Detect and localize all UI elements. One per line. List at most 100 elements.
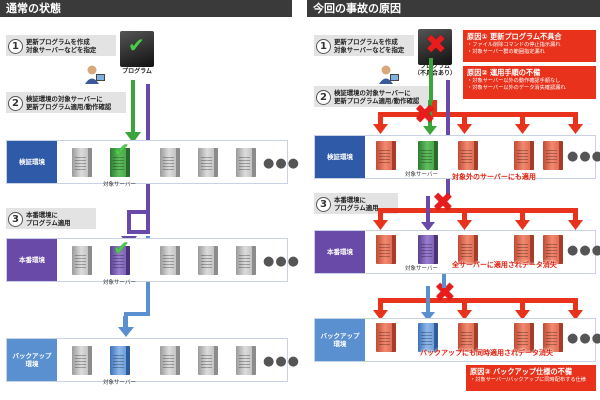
server-icon — [543, 141, 563, 170]
step-text: 検証環境の対象サーバーに 更新プログラム適用/動作確認 — [334, 89, 420, 105]
cause-item: ・対象サーバー/バックアップに同時配布する仕様 — [470, 377, 586, 383]
program-file-icon — [120, 31, 154, 67]
damage-note: 全サーバーに適用されデータ消失 — [452, 261, 557, 269]
server-icon — [514, 235, 534, 264]
server-icon — [514, 141, 534, 170]
server-icon — [160, 346, 180, 375]
right-step3: 3 本番環境に プログラム適用 — [316, 196, 379, 212]
target-server-label: 対象サーバー — [103, 182, 136, 188]
left-step1: 1 更新プログラムを作成 対象サーバーなどを指定 — [8, 38, 96, 54]
target-server-icon — [110, 346, 130, 375]
step-text: 本番環境に プログラム適用 — [26, 211, 71, 227]
step-text: 更新プログラムを作成 対象サーバーなどを指定 — [26, 38, 97, 54]
cause-item: ・ファイル削除コマンドの停止指示漏れ — [467, 42, 561, 48]
user-icon — [85, 65, 105, 84]
target-server-icon — [110, 148, 130, 177]
target-server-icon — [418, 323, 438, 352]
step-number: 1 — [8, 38, 23, 54]
left-title: 通常の状態 — [0, 0, 292, 17]
target-server-label: 対象サーバー — [405, 172, 438, 178]
target-server-label: 対象サーバー — [103, 380, 136, 386]
right-title: 今回の事故の原因 — [307, 0, 600, 17]
cause-box-3: 原因③ バックアップ仕様の不備 ・対象サーバー/バックアップに同時配布する仕様 — [466, 365, 596, 391]
server-icon — [160, 246, 180, 275]
program-label: プログラム — [122, 68, 152, 75]
step-number: 3 — [316, 196, 331, 212]
more-servers-icon: ●●● — [567, 243, 600, 258]
right-step1: 1 更新プログラムを作成 対象サーバーなどを指定 — [316, 38, 404, 54]
server-icon — [72, 346, 92, 375]
right-step2: 2 検証環境の対象サーバーに 更新プログラム適用/動作確認 — [316, 89, 419, 105]
left-step1-bg — [6, 35, 116, 56]
server-icon — [458, 141, 478, 170]
blue-flow-line-h — [124, 312, 150, 316]
server-icon — [376, 141, 396, 170]
damage-note: 対象外のサーバーにも適用 — [452, 173, 536, 181]
server-icon — [198, 346, 218, 375]
target-server-label: 対象サーバー — [405, 266, 438, 272]
server-icon — [236, 148, 256, 177]
cause-title: 原因① 更新プログラム不具合 — [467, 32, 562, 41]
green-flow-line — [131, 80, 135, 140]
server-icon — [160, 148, 180, 177]
error-x-icon: ✖ — [434, 278, 456, 308]
damage-note: バックアップにも同時適用されデータ消失 — [420, 349, 553, 357]
right-step3-bg — [314, 193, 398, 214]
error-x-icon: ✖ — [425, 30, 447, 60]
checkmark-icon: ✔ — [113, 236, 130, 260]
green-flow-line — [429, 58, 433, 102]
left-step2-bg — [6, 92, 126, 113]
band-label: バックアップ 環境 — [7, 339, 57, 381]
distribution-arrows-verify — [373, 100, 583, 135]
more-servers-icon: ●●● — [567, 149, 600, 164]
cause-item: ・対象サーバー以外の動作確認手順なし — [467, 78, 561, 84]
cause-item: ・対象サーバー以外のデータ消失確認漏れ — [467, 85, 566, 91]
left-step2: 2 検証環境の対象サーバーに 更新プログラム適用/動作確認 — [8, 95, 111, 111]
checkmark-icon: ✔ — [113, 138, 130, 162]
error-x-icon: ✖ — [432, 188, 454, 218]
cause-title: 原因② 運用手順の不備 — [467, 68, 541, 77]
right-step1-bg — [314, 35, 414, 56]
distribution-arrows-production — [373, 196, 583, 231]
purple-flow-line-h — [127, 230, 150, 234]
target-server-icon — [418, 141, 438, 170]
band-label: 検証環境 — [7, 141, 57, 183]
error-x-icon: ✖ — [414, 100, 436, 130]
left-band-production: 本番環境 — [6, 238, 288, 282]
server-icon — [72, 148, 92, 177]
purple-flow-line-v — [127, 210, 131, 234]
left-step3-bg — [6, 208, 96, 229]
server-icon — [236, 246, 256, 275]
more-servers-icon: ●●● — [263, 156, 301, 171]
step-text: 本番環境に プログラム適用 — [334, 196, 379, 212]
more-servers-icon: ●●● — [263, 354, 301, 369]
more-servers-icon: ●●● — [263, 254, 301, 269]
server-icon — [198, 246, 218, 275]
band-label: 検証環境 — [315, 136, 365, 178]
server-icon — [458, 323, 478, 352]
target-server-icon — [110, 246, 130, 275]
purple-flow-line-top — [127, 210, 147, 214]
green-arrow-icon — [125, 132, 141, 143]
server-icon — [543, 323, 563, 352]
band-label: 本番環境 — [7, 239, 57, 281]
left-step3: 3 本番環境に プログラム適用 — [8, 211, 71, 227]
distribution-arrows-backup — [373, 286, 583, 321]
program-label: プログラム （不具合あり） — [413, 63, 456, 77]
user-icon — [379, 65, 399, 84]
right-step2-bg — [314, 86, 430, 107]
step-number: 1 — [316, 38, 331, 54]
server-icon — [198, 148, 218, 177]
server-icon — [458, 235, 478, 264]
cause-title: 原因③ バックアップ仕様の不備 — [470, 367, 573, 376]
cause-box-2: 原因② 運用手順の不備 ・対象サーバー以外の動作確認手順なし ・対象サーバー以外… — [463, 66, 596, 99]
step-text: 検証環境の対象サーバーに 更新プログラム適用/動作確認 — [26, 95, 112, 111]
server-icon — [376, 323, 396, 352]
target-server-icon — [418, 235, 438, 264]
band-label: バックアップ 環境 — [315, 319, 365, 361]
server-icon — [376, 235, 396, 264]
server-icon — [543, 235, 563, 264]
more-servers-icon: ●●● — [567, 331, 600, 346]
cause-box-1: 原因① 更新プログラム不具合 ・ファイル削除コマンドの停止指示漏れ ・対象サーバ… — [463, 30, 596, 62]
target-server-label: 対象サーバー — [103, 280, 136, 286]
